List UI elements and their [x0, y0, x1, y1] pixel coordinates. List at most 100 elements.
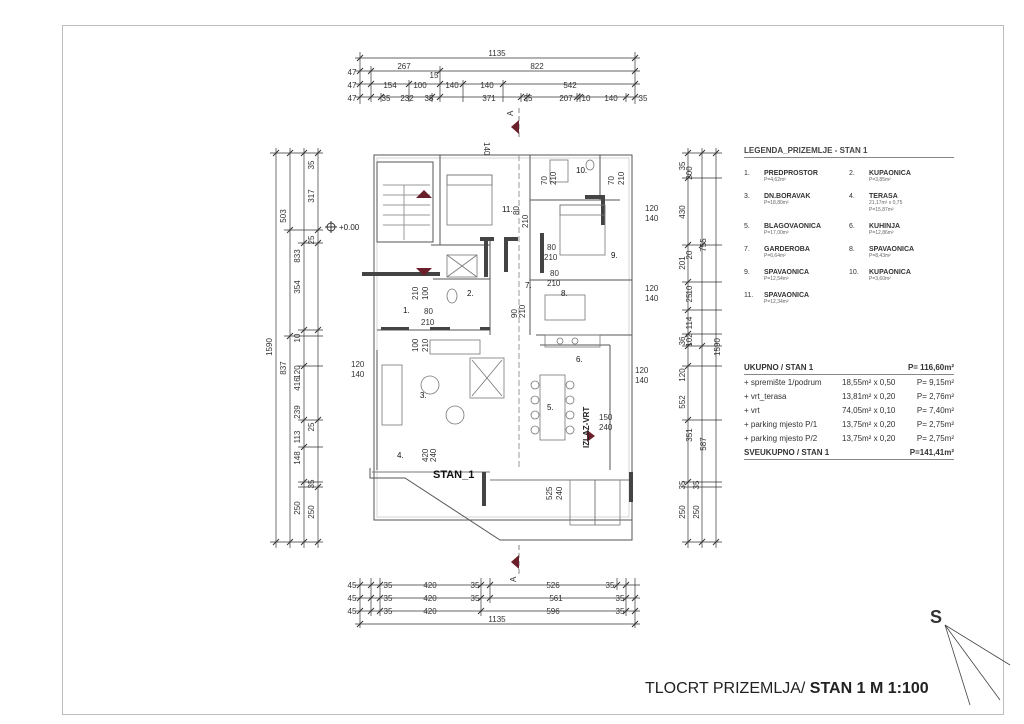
dim-bot-r2-3: 420 [423, 594, 437, 603]
room-number-1: 1. [403, 306, 410, 315]
dim-bot-total: 1135 [488, 615, 506, 624]
opening-11-h: 210 [518, 304, 527, 318]
drawing-title: TLOCRT PRIZEMLJA/ STAN 1 M 1:100 [645, 680, 929, 698]
legend-area: P=12,86m² [869, 230, 894, 236]
summary-label: + parking mjesto P/2 [744, 433, 818, 443]
opening-7-h: 240 [599, 423, 613, 432]
dim-right-b2: 10 [685, 285, 694, 294]
opening-5-h: 240 [429, 448, 438, 462]
left-dimension-labels: 1590 503 837 833 354 10 120 416 239 113 … [265, 160, 316, 519]
dim-right-a3: 430 [678, 205, 687, 219]
opening-14-h: 210 [549, 171, 558, 185]
summary-calc: 18,55m² x 0,50 [842, 377, 896, 387]
legend-name: SPAVAONICA [869, 246, 915, 253]
summary-total-row: UKUPNO / STAN 1 P= 116,60m² [744, 360, 954, 375]
dim-bot-r2-2: 35 [384, 594, 393, 603]
summary-value: P= 7,40m² [916, 405, 954, 415]
dim-left-b6: 250 [307, 505, 316, 519]
legend-num: 3. [744, 193, 750, 200]
dining-table [539, 374, 566, 441]
right-dimension-ticks [684, 149, 720, 546]
dim-top-r3-5: 371 [482, 94, 496, 103]
opening-16: 140 [482, 142, 491, 156]
top-dimension-ticks [356, 54, 639, 101]
legend-area-2: P=15,87m² [869, 207, 894, 213]
legend-area: P=4,62m² [764, 177, 786, 183]
dim-left-a8: 113 [293, 430, 302, 443]
dim-top-r2-3: 100 [413, 81, 427, 90]
legend-num: 6. [849, 223, 855, 230]
dim-right-a8: 120 [678, 368, 687, 382]
room-number-5: 5. [547, 403, 554, 412]
opening-1-h: 210 [421, 318, 435, 327]
room-number-11: 11. [502, 205, 513, 214]
opening-9-w: 80 [547, 243, 556, 252]
summary-grand-total-row: SVEUKUPNO / STAN 1 P=141,41m² [744, 445, 954, 460]
bed-room-11 [446, 174, 493, 226]
dim-left-a6: 416 [293, 377, 302, 391]
dim-right-a11: 35 [678, 480, 687, 489]
furniture [381, 159, 621, 526]
opening-13-w: 120 [645, 284, 659, 293]
legend-name: SPAVAONICA [764, 292, 810, 299]
opening-4-w: 120 [351, 360, 365, 369]
legend-num: 4. [849, 193, 855, 200]
dim-right-b1: 20 [685, 250, 694, 259]
dim-right-a10: 351 [685, 428, 694, 442]
dim-right-a6: 102 [685, 333, 694, 347]
dim-top-r1-mark: 15 [430, 71, 439, 80]
opening-5-w: 420 [421, 448, 430, 462]
dim-left-b1: 317 [307, 189, 316, 203]
legend-area: P=12,34m² [764, 299, 789, 305]
dim-top-r2-5: 140 [480, 81, 494, 90]
dim-top-r3-9: 140 [604, 94, 618, 103]
legend-name: TERASA [869, 193, 898, 200]
section-mark-bottom: A [509, 545, 520, 582]
north-arrow [944, 624, 1011, 706]
opening-12-w: 120 [645, 204, 659, 213]
legend-area: P=6,64m² [764, 253, 786, 259]
left-dimension-ticks [272, 149, 322, 546]
building-walls [369, 154, 633, 541]
dim-right-a12: 250 [678, 505, 687, 519]
summary-label: + parking mjesto P/1 [744, 419, 818, 429]
opening-labels: 80 210 100 210 100 210 120 140 420 240 5… [351, 142, 659, 500]
room-number-8: 8. [561, 289, 568, 298]
dim-left-b3: 35 [307, 160, 316, 169]
dim-top-r2-4: 140 [445, 81, 459, 90]
summary-grand-total-label: SVEUKUPNO / STAN 1 [744, 447, 830, 457]
north-label: S [930, 607, 943, 627]
dim-bot-r1-4: 35 [471, 581, 480, 590]
dim-right-a5: 114 [685, 316, 694, 329]
room-number-10: 10. [576, 166, 587, 175]
dim-bot-r3-5: 35 [616, 607, 625, 616]
level-label: +0.00 [339, 223, 360, 232]
dim-bot-r1-5: 526 [546, 581, 560, 590]
opening-15-h: 210 [617, 171, 626, 185]
dim-right-a9: 552 [678, 395, 687, 409]
legend-area: P=18,80m² [764, 200, 789, 206]
dim-top-r2-2: 154 [383, 81, 397, 90]
dim-right-b4: 35 [692, 480, 701, 489]
room-number-4: 4. [397, 451, 404, 460]
bottom-dimension-labels: 45 35 420 35 526 35 45 35 420 35 561 35 … [348, 581, 625, 624]
dim-top-r2-1: 47 [348, 81, 357, 90]
room-number-6: 6. [576, 355, 583, 364]
summary-calc: 74,05m² x 0,10 [842, 405, 896, 415]
opening-3-h: 210 [421, 338, 430, 352]
dim-bot-r1-1: 45 [348, 581, 357, 590]
wardrobe [429, 339, 481, 355]
dim-top-total: 1135 [488, 49, 506, 58]
legend-num: 11. [744, 292, 754, 299]
area-summary: UKUPNO / STAN 1 P= 116,60m² + spremište … [744, 360, 954, 460]
opening-10-h: 210 [547, 279, 561, 288]
dim-top-r3-7: 207 [559, 94, 573, 103]
room-number-7: 7. [525, 281, 532, 290]
dim-bot-r1-3: 420 [423, 581, 437, 590]
